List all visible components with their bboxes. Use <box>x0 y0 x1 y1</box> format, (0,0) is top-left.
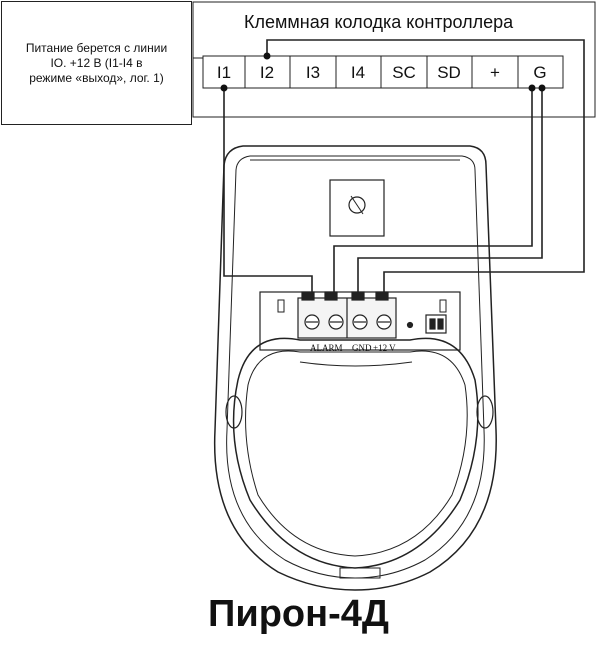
wire-i1-alarm <box>223 88 313 292</box>
detector-housing <box>213 145 497 591</box>
wire-g-gnd <box>357 88 543 292</box>
wires <box>193 39 585 292</box>
label-gnd: GND <box>352 343 372 353</box>
controller-frame <box>192 1 596 118</box>
device-terminals <box>277 291 447 339</box>
device-labels: ALARM GND +12 V <box>310 343 396 353</box>
terminal-block: I1 I2 I3 I4 SC SD + G <box>202 55 564 89</box>
terminal-block-title: Клеммная колодка контроллера <box>244 12 514 32</box>
power-note: Питание берется с линии IO. +12 В (I1-I4… <box>1 1 192 125</box>
terminal-sc: SC <box>392 63 416 82</box>
terminal-i2: I2 <box>260 63 274 82</box>
terminal-i4: I4 <box>351 63 365 82</box>
terminal-plus: + <box>490 63 500 82</box>
terminal-i1: I1 <box>217 63 231 82</box>
label-12v: +12 V <box>373 343 396 353</box>
terminal-i3: I3 <box>306 63 320 82</box>
wire-i2-12v <box>266 39 585 292</box>
note-line-1: Питание берется с линии <box>25 40 168 55</box>
note-line-2: IO. +12 В (I1-I4 в <box>50 55 143 70</box>
device-name: Пирон-4Д <box>208 593 389 635</box>
terminal-g: G <box>533 63 546 82</box>
wire-g-alarm <box>333 88 533 292</box>
terminal-sd: SD <box>437 63 461 82</box>
note-line-3: режиме «выход», лог. 1) <box>29 70 164 85</box>
label-alarm: ALARM <box>310 343 343 353</box>
